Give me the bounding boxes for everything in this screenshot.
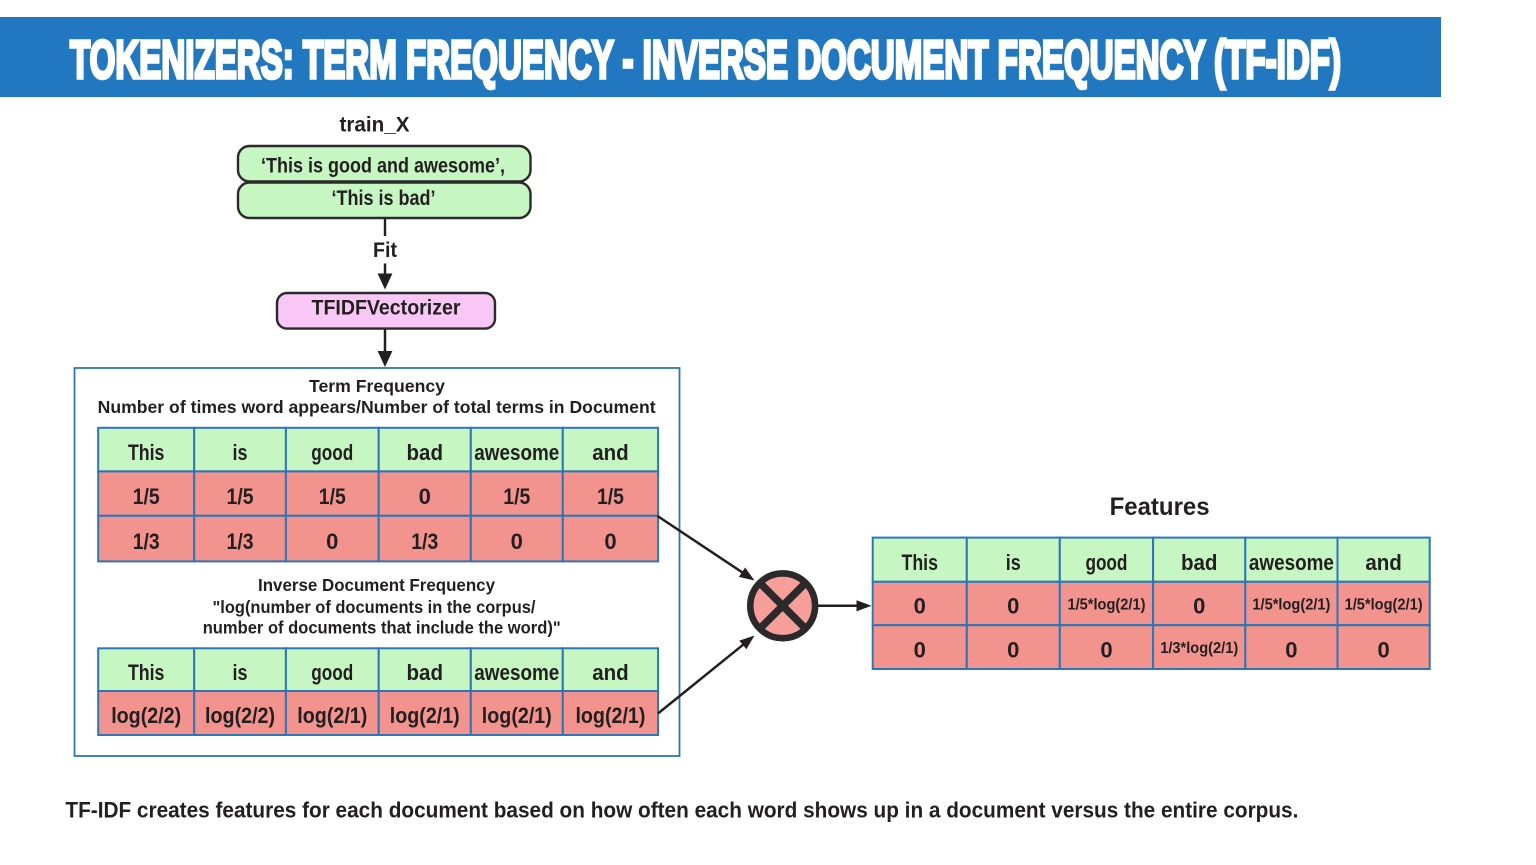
svg-text:number of documents that inclu: number of documents that include the wor… <box>203 618 561 638</box>
svg-text:log(2/1): log(2/1) <box>297 703 367 728</box>
svg-text:1/5: 1/5 <box>597 484 624 509</box>
svg-text:0: 0 <box>511 529 523 554</box>
svg-text:This: This <box>128 440 165 465</box>
svg-text:good: good <box>1085 550 1127 575</box>
svg-text:0: 0 <box>1285 637 1297 662</box>
svg-text:is: is <box>1006 550 1021 575</box>
svg-text:log(2/1): log(2/1) <box>482 703 552 728</box>
svg-text:1/5*log(2/1): 1/5*log(2/1) <box>1067 597 1145 614</box>
svg-text:and: and <box>1365 550 1402 575</box>
svg-text:awesome: awesome <box>1249 550 1334 575</box>
svg-text:good: good <box>311 440 353 465</box>
svg-text:1/5: 1/5 <box>133 484 160 509</box>
svg-text:This: This <box>128 660 165 685</box>
svg-text:log(2/1): log(2/1) <box>575 703 645 728</box>
svg-text:Inverse Document Frequency: Inverse Document Frequency <box>258 575 495 595</box>
svg-text:"log(number of documents in th: "log(number of documents in the corpus/ <box>213 597 536 617</box>
svg-text:bad: bad <box>407 660 444 685</box>
svg-text:awesome: awesome <box>474 440 559 465</box>
svg-text:0: 0 <box>914 594 926 619</box>
svg-text:TF-IDF creates features for ea: TF-IDF creates features for each documen… <box>65 797 1298 822</box>
svg-text:train_X: train_X <box>340 114 410 137</box>
svg-text:0: 0 <box>1377 637 1389 662</box>
svg-text:log(2/2): log(2/2) <box>205 703 275 728</box>
svg-text:Features: Features <box>1110 493 1210 521</box>
svg-text:0: 0 <box>326 529 338 554</box>
svg-text:1/3: 1/3 <box>227 529 254 554</box>
svg-text:1/3*log(2/1): 1/3*log(2/1) <box>1160 640 1238 657</box>
svg-text:1/3: 1/3 <box>411 529 438 554</box>
svg-text:log(2/1): log(2/1) <box>390 703 460 728</box>
svg-text:TOKENIZERS: TERM FREQUENCY - I: TOKENIZERS: TERM FREQUENCY - INVERSE DOC… <box>70 31 1341 90</box>
svg-text:1/5: 1/5 <box>227 484 254 509</box>
svg-text:Number of times word appears/N: Number of times word appears/Number of t… <box>98 397 656 417</box>
svg-text:This: This <box>902 550 939 575</box>
svg-text:‘This is bad’: ‘This is bad’ <box>332 187 436 210</box>
svg-text:bad: bad <box>407 440 444 465</box>
svg-text:Term Frequency: Term Frequency <box>309 376 445 396</box>
svg-text:0: 0 <box>419 484 431 509</box>
svg-text:Fit: Fit <box>373 239 397 262</box>
svg-text:log(2/2): log(2/2) <box>111 703 181 728</box>
svg-text:is: is <box>233 440 248 465</box>
svg-text:0: 0 <box>1193 594 1205 619</box>
svg-text:is: is <box>233 660 248 685</box>
svg-text:1/5: 1/5 <box>503 484 530 509</box>
svg-text:good: good <box>311 660 353 685</box>
svg-text:‘This is good and awesome’,: ‘This is good and awesome’, <box>261 155 505 178</box>
svg-text:TFIDFVectorizer: TFIDFVectorizer <box>312 297 461 320</box>
svg-text:and: and <box>592 660 629 685</box>
svg-text:1/5: 1/5 <box>319 484 346 509</box>
svg-text:0: 0 <box>914 637 926 662</box>
svg-text:1/5*log(2/1): 1/5*log(2/1) <box>1345 597 1423 614</box>
svg-text:awesome: awesome <box>474 660 559 685</box>
svg-text:and: and <box>592 440 629 465</box>
svg-text:0: 0 <box>1007 594 1019 619</box>
svg-text:1/3: 1/3 <box>133 529 160 554</box>
svg-text:1/5*log(2/1): 1/5*log(2/1) <box>1252 597 1330 614</box>
svg-text:0: 0 <box>1100 637 1112 662</box>
svg-text:bad: bad <box>1181 550 1218 575</box>
svg-text:0: 0 <box>604 529 616 554</box>
svg-text:0: 0 <box>1007 637 1019 662</box>
